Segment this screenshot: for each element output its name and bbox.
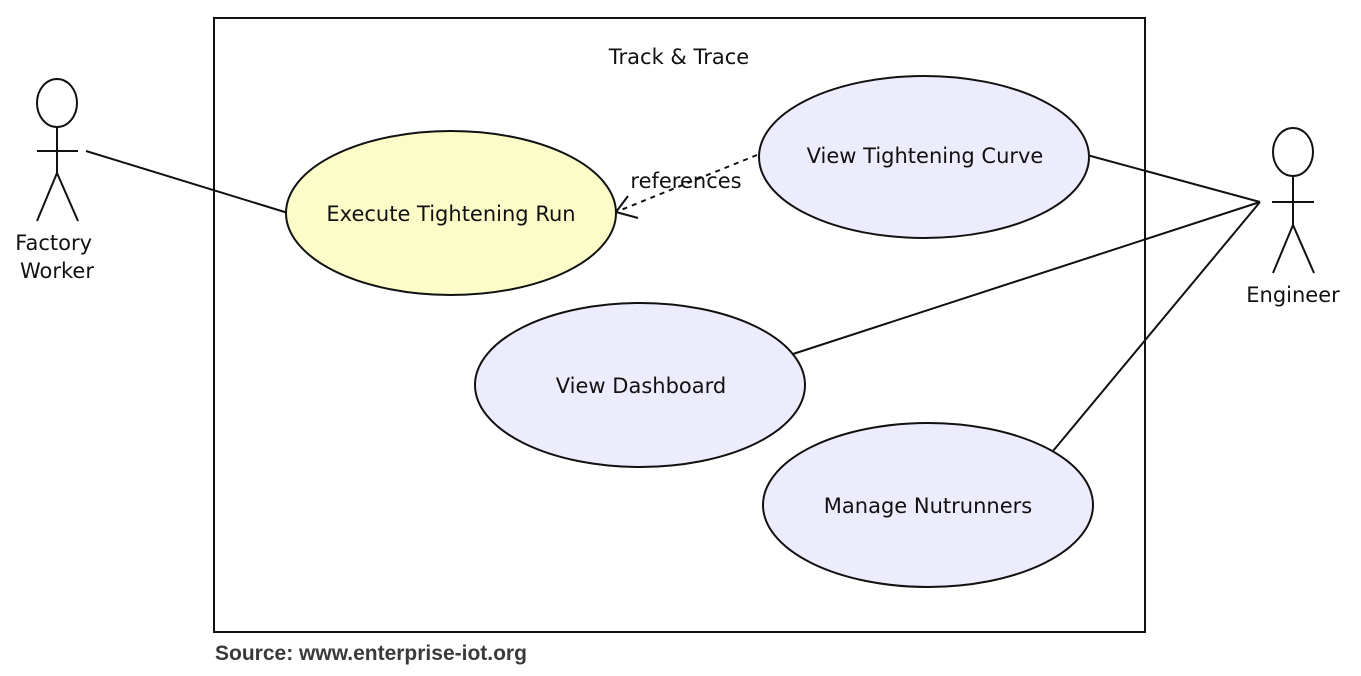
actor-factory-worker-label-line1: Factory (15, 231, 92, 255)
stick-figure-icon (1272, 127, 1315, 274)
association-engineer-dashboard (792, 201, 1261, 355)
use-case-dashboard-label: View Dashboard (556, 374, 726, 398)
association-worker-execute (85, 150, 289, 214)
use-case-dashboard-shape (474, 302, 806, 468)
stick-figure-icon (36, 78, 79, 222)
actor-factory-worker[interactable]: Factory Worker (15, 78, 98, 283)
use-case-curve-label: View Tightening Curve (807, 144, 1044, 168)
association-engineer-curve (1086, 154, 1261, 203)
actor-engineer-label: Engineer (1246, 283, 1340, 307)
references-label: references (630, 169, 741, 193)
use-case-nutrunners-label: Manage Nutrunners (824, 494, 1032, 518)
actor-factory-worker-label-line2: Worker (20, 259, 94, 283)
actor-factory-worker-label: Factory Worker (15, 231, 98, 283)
source-caption: Source: www.enterprise-iot.org (215, 642, 527, 665)
use-case-execute-shape (285, 130, 617, 296)
use-case-manage-nutrunners[interactable]: Manage Nutrunners (762, 422, 1094, 588)
association-engineer-nutrunners (1052, 201, 1261, 452)
system-boundary (213, 17, 1146, 633)
use-case-nutrunners-shape (762, 422, 1094, 588)
use-case-view-tightening-curve[interactable]: View Tightening Curve (758, 75, 1090, 239)
use-case-curve-shape (758, 75, 1090, 239)
use-case-execute-label: Execute Tightening Run (326, 202, 575, 226)
use-case-view-dashboard[interactable]: View Dashboard (474, 302, 806, 468)
system-title: Track & Trace (608, 45, 749, 69)
use-case-execute-tightening-run[interactable]: Execute Tightening Run (285, 130, 617, 296)
actor-engineer[interactable]: Engineer (1246, 127, 1340, 307)
